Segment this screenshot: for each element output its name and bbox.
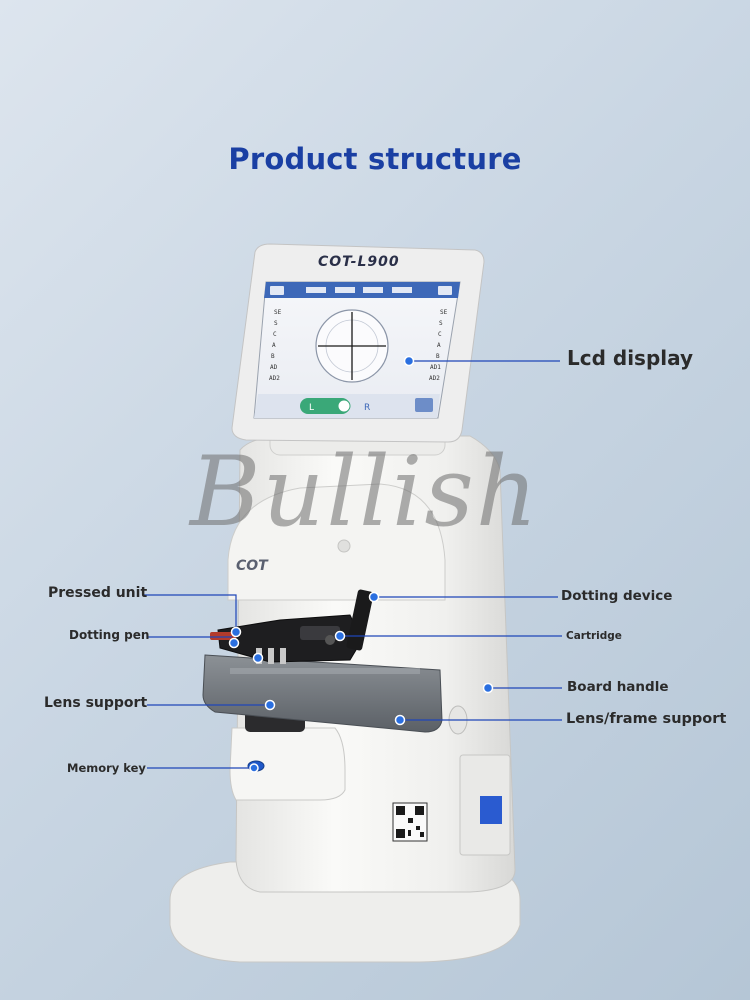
callout-board-dot (482, 682, 494, 694)
label-board-handle: Board handle (567, 679, 669, 695)
label-dotting-pen: Dotting pen (69, 628, 150, 642)
lens-frame-support-bar (202, 654, 443, 733)
watermark: Bullish (190, 436, 540, 548)
svg-text:C: C (438, 331, 442, 338)
brand-logo: COT (236, 558, 269, 574)
svg-text:AD2: AD2 (429, 375, 440, 382)
dotting-device-lever (346, 589, 374, 651)
callout-pressed-line (144, 594, 237, 630)
label-memory-key: Memory key (67, 761, 146, 775)
svg-text:B: B (271, 353, 275, 360)
callout-lensframe-dot (394, 714, 406, 726)
left-readings: SE S C A B AD AD2 (269, 309, 282, 382)
nose-housing (227, 483, 446, 601)
svg-text:S: S (439, 320, 443, 327)
svg-text:B: B (436, 353, 440, 360)
screen-l-button: L (309, 403, 314, 413)
page-title: Product structure (228, 142, 522, 176)
svg-text:SE: SE (440, 309, 448, 316)
label-cartridge: Cartridge (566, 630, 622, 642)
label-dotting-device: Dotting device (561, 588, 673, 604)
svg-text:AD: AD (270, 364, 278, 371)
callout-dottingpen-dot (228, 637, 240, 649)
callout-cartridge-dot (334, 630, 346, 642)
callout-pen-tip-dot (252, 652, 264, 664)
label-lens-frame-support: Lens/frame support (566, 711, 727, 727)
svg-text:S: S (274, 320, 278, 327)
model-label: COT-L900 (318, 254, 400, 270)
svg-text:A: A (272, 342, 276, 349)
right-readings: SE S C A B AD1 AD2 (429, 309, 448, 382)
callout-memory-dot (249, 763, 259, 773)
side-sticker (480, 796, 502, 824)
callout-lcd-dot (403, 355, 415, 367)
callout-dottingdev-dot (368, 591, 380, 603)
svg-text:AD1: AD1 (430, 364, 441, 371)
svg-text:AD2: AD2 (269, 375, 280, 382)
label-lcd-display: Lcd display (567, 346, 694, 370)
screen-r-button: R (364, 403, 370, 413)
screen-header (264, 282, 460, 298)
label-lens-support: Lens support (44, 695, 148, 711)
callout-pressed-dot (230, 626, 242, 638)
svg-text:A: A (437, 342, 441, 349)
svg-text:C: C (273, 331, 277, 338)
callout-lenssupport-dot (264, 699, 276, 711)
label-pressed-unit: Pressed unit (48, 585, 148, 601)
svg-text:SE: SE (274, 309, 282, 316)
lower-housing (229, 727, 346, 801)
